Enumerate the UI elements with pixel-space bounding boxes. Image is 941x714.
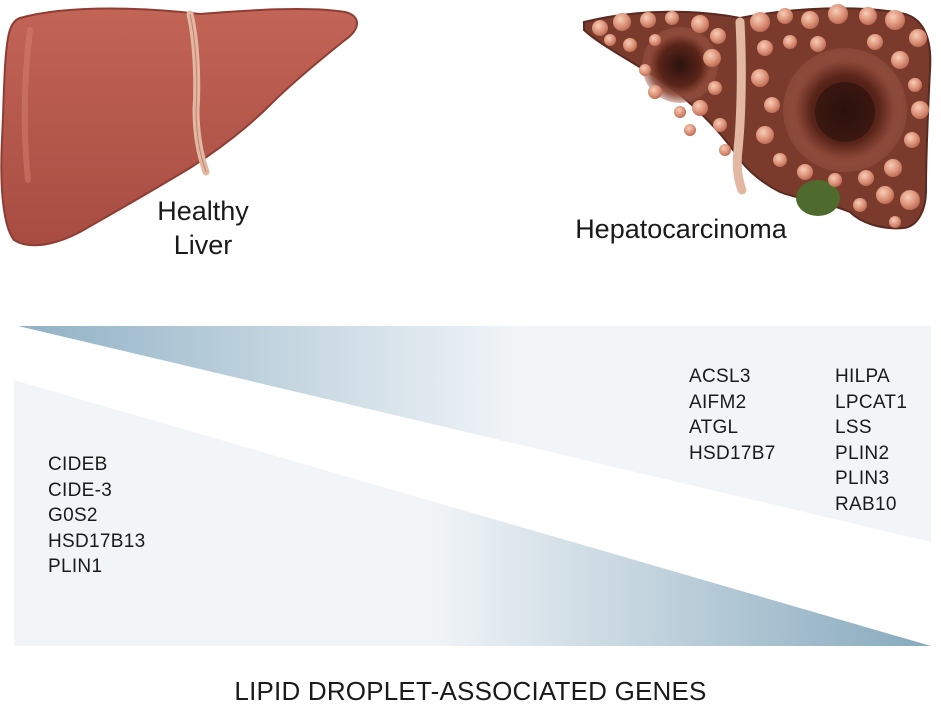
decreasing-gradient-triangle bbox=[18, 326, 931, 542]
healthy-gene-list: CIDEB CIDE-3 G0S2 HSD17B13 PLIN1 bbox=[48, 452, 145, 580]
gene-item: G0S2 bbox=[48, 505, 98, 526]
healthy-liver-label: Healthy Liver bbox=[128, 194, 278, 262]
gene-item: PLIN3 bbox=[835, 468, 890, 489]
gene-item: HSD17B7 bbox=[689, 442, 776, 464]
gene-item: HSD17B13 bbox=[48, 530, 146, 552]
gene-item: PLIN1 bbox=[48, 556, 103, 577]
gene-item: ACSL3 bbox=[689, 366, 751, 387]
gene-item: HILPA bbox=[835, 366, 891, 387]
footer-title: LIPID DROPLET-ASSOCIATED GENES bbox=[234, 676, 707, 706]
cancer-gene-list-col1: ACSL3 AIFM2 ATGL HSD17B7 bbox=[689, 364, 776, 466]
gene-item: PLIN2 bbox=[835, 442, 890, 464]
healthy-label-line2: Liver bbox=[173, 230, 233, 260]
gene-item: ATGL bbox=[689, 417, 739, 438]
gene-item: AIFM2 bbox=[689, 391, 747, 413]
increasing-gradient-triangle bbox=[14, 380, 931, 646]
gene-item: LSS bbox=[835, 417, 872, 438]
cancer-gene-list-col2: HILPA LPCAT1 LSS PLIN2 PLIN3 RAB10 bbox=[835, 364, 907, 517]
healthy-label-line1: Healthy bbox=[157, 196, 249, 226]
gene-item: CIDEB bbox=[48, 454, 108, 475]
healthy-liver-illustration bbox=[0, 7, 358, 247]
gene-item: CIDE-3 bbox=[48, 479, 113, 501]
gene-item: LPCAT1 bbox=[835, 391, 908, 413]
hepatocarcinoma-liver-illustration bbox=[583, 4, 932, 230]
gene-item: RAB10 bbox=[835, 493, 897, 515]
hepatocarcinoma-label: Hepatocarcinoma bbox=[575, 214, 787, 244]
